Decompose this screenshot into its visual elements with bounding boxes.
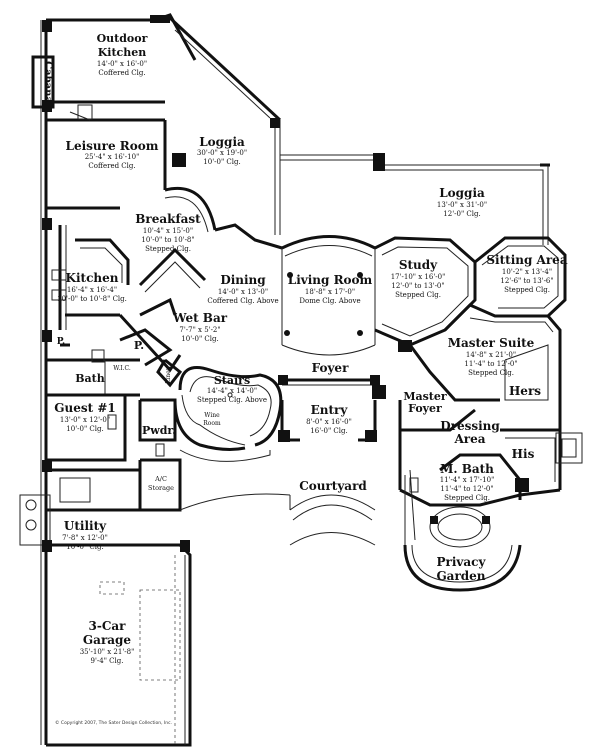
- m-bath-dims: 11'-4" x 17'-10": [440, 476, 495, 484]
- study-ceiling-2: Stepped Clg.: [395, 291, 441, 299]
- living-room-name: Living Room: [288, 273, 373, 287]
- master-suite-name: Master Suite: [448, 336, 535, 350]
- sitting-area-ceiling-2: Stepped Clg.: [504, 286, 550, 294]
- wine-room-name-2: Room: [203, 420, 221, 427]
- study-ceiling: 12'-0" to 13'-0": [391, 282, 444, 290]
- dining-ceiling: Coffered Clg. Above: [207, 297, 278, 305]
- entry-ceiling: 16'-0" Clg.: [310, 427, 347, 435]
- stairs-ceiling: Stepped Clg. Above: [197, 396, 267, 404]
- privacy-garden-name-1: Privacy: [437, 555, 487, 569]
- breakfast-ceiling: 10'-0" to 10'-8": [141, 236, 194, 244]
- entry-dims: 8'-0" x 16'-0": [306, 418, 352, 426]
- dressing-area-name-1: Dressing: [440, 419, 500, 433]
- loggia-left-ceiling: 10'-0" Clg.: [203, 158, 240, 166]
- guest1-name: Guest #1: [54, 401, 116, 415]
- master-suite-dims: 14'-8" x 21'-0": [466, 351, 516, 359]
- garage-name-2: Garage: [83, 633, 132, 647]
- utility-name: Utility: [64, 519, 107, 533]
- m-bath-ceiling: 11'-4" to 12'-0": [440, 485, 493, 493]
- ac-storage-name-1: A/C: [154, 475, 167, 483]
- stairs-name: Stairs: [214, 374, 250, 387]
- dining-name: Dining: [220, 273, 266, 287]
- wic-name: W.I.C.: [113, 365, 131, 372]
- sitting-area-name: Sitting Area: [486, 253, 567, 267]
- m-bath-name: M. Bath: [440, 462, 494, 476]
- living-room-ceiling: Dome Clg. Above: [299, 297, 360, 305]
- study-dims: 17'-10" x 16'-0": [391, 273, 446, 281]
- outdoor-kitchen-name-2: Kitchen: [98, 46, 147, 59]
- room-labels: Outdoor Kitchen 14'-0" x 16'-0" Coffered…: [42, 32, 568, 726]
- sitting-area-ceiling: 12'-6" to 13'-6": [500, 277, 553, 285]
- dressing-area-name-2: Area: [453, 432, 485, 446]
- bath-name: Bath: [75, 372, 105, 385]
- sitting-area-dims: 10'-2" x 13'-4": [502, 268, 552, 276]
- utility-dims: 7'-8" x 12'-0": [62, 534, 108, 542]
- ac-storage-name-2: Storage: [148, 484, 174, 492]
- garage-name-1: 3-Car: [89, 619, 127, 633]
- study-name: Study: [399, 258, 438, 272]
- m-bath-ceiling-2: Stepped Clg.: [444, 494, 490, 502]
- outdoor-kitchen-name-1: Outdoor: [97, 32, 148, 45]
- kitchen-name: Kitchen: [66, 271, 119, 285]
- pantry-name: P.: [134, 339, 144, 352]
- loggia-left-name: Loggia: [199, 135, 245, 149]
- stairs-dims: 14'-4" x 14'-0": [207, 387, 257, 395]
- pwdr-name: Pwdr.: [142, 424, 176, 437]
- loggia-right-ceiling: 12'-0" Clg.: [443, 210, 480, 218]
- living-room-dims: 18'-8" x 17'-0": [305, 288, 355, 296]
- breakfast-dims: 10'-4" x 15'-0": [143, 227, 193, 235]
- cabana-name: Cabana: [42, 61, 53, 103]
- guest1-dims: 13'-0" x 12'-0": [60, 416, 110, 424]
- wet-bar-name: Wet Bar: [172, 311, 228, 325]
- wet-bar-dims: 7'-7" x 5'-2": [179, 326, 220, 334]
- wet-bar-ceiling: 10'-0" Clg.: [181, 335, 218, 343]
- outdoor-kitchen-dims: 14'-0" x 16'-0": [97, 60, 147, 68]
- kitchen-ceiling: 10'-0" to 10'-8" Clg.: [57, 295, 127, 303]
- walls: [19, 13, 583, 747]
- loggia-right-name: Loggia: [439, 186, 485, 200]
- garage-dims: 35'-10" x 21'-8": [80, 648, 135, 656]
- master-suite-ceiling: 11'-4" to 12'-0": [464, 360, 517, 368]
- copyright-notice: © Copyright 2007, The Sater Design Colle…: [55, 719, 172, 726]
- master-suite-ceiling-2: Stepped Clg.: [468, 369, 514, 377]
- wine-room-name-1: Wine: [204, 412, 220, 419]
- privacy-garden-name-2: Garden: [436, 569, 485, 583]
- garage-ceiling: 9'-4" Clg.: [91, 657, 124, 665]
- entry-name: Entry: [311, 403, 349, 417]
- master-foyer-name-1: Master: [403, 390, 447, 403]
- his-name: His: [512, 447, 535, 461]
- leisure-room-ceiling: Coffered Clg.: [88, 162, 135, 170]
- master-foyer-name-2: Foyer: [408, 402, 442, 415]
- guest1-ceiling: 10'-0" Clg.: [66, 425, 103, 433]
- linen-name: Linen: [165, 366, 172, 383]
- leisure-room-dims: 25'-4" x 16'-10": [85, 153, 140, 161]
- loggia-left-dims: 30'-0" x 19'-0": [197, 149, 247, 157]
- utility-ceiling: 10'-0" Clg.: [66, 543, 103, 551]
- foyer-name: Foyer: [312, 361, 349, 375]
- kitchen-dims: 16'-4" x 16'-4": [67, 286, 117, 294]
- hers-name: Hers: [509, 384, 541, 398]
- leisure-room-name: Leisure Room: [66, 139, 159, 153]
- outdoor-kitchen-ceiling: Coffered Clg.: [98, 69, 145, 77]
- breakfast-name: Breakfast: [135, 212, 201, 226]
- pantry-small-name: P.: [57, 337, 65, 347]
- loggia-right-dims: 13'-0" x 31'-0": [437, 201, 487, 209]
- breakfast-ceiling-2: Stepped Clg.: [145, 245, 191, 253]
- courtyard-name: Courtyard: [299, 479, 367, 493]
- dining-dims: 14'-0" x 13'-0": [218, 288, 268, 296]
